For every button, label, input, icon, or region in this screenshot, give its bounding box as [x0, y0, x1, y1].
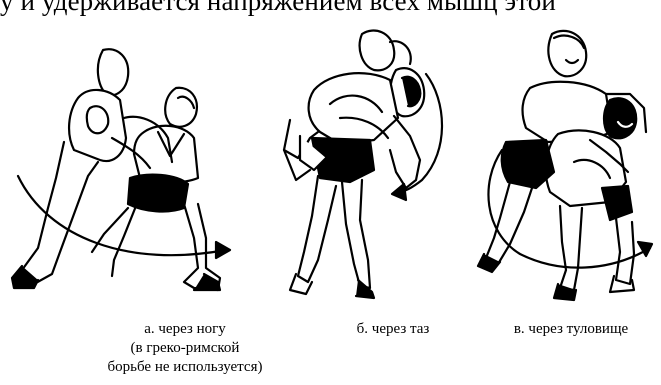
header-text-line: у и удерживается напряжением всех мышц э…	[0, 0, 661, 16]
caption-a-note-line2: борьбе не используется)	[80, 358, 290, 377]
caption-figure-c: в. через туловище	[482, 320, 660, 339]
illustration-throw-over-hip	[270, 20, 450, 300]
caption-a-label: а. через ногу	[80, 320, 290, 339]
caption-c-label: в. через туловище	[482, 320, 660, 339]
caption-figure-b: б. через таз	[328, 320, 458, 339]
caption-a-note-line1: (в греко-римской	[80, 339, 290, 358]
caption-figure-a: а. через ногу (в греко-римской борьбе не…	[80, 320, 290, 377]
illustration-throw-over-leg	[8, 38, 238, 300]
illustration-throw-over-torso	[470, 22, 655, 312]
caption-b-label: б. через таз	[328, 320, 458, 339]
